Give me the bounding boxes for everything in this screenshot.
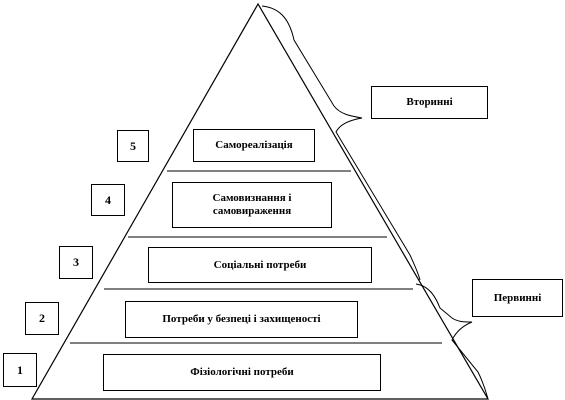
pyramid-triangle [30, 2, 490, 400]
primary-brace [415, 283, 489, 400]
level-5-label: Самореалізація [193, 129, 315, 162]
level-1-number: 1 [3, 353, 37, 387]
level-3-label: Соціальні потреби [148, 247, 372, 283]
level-4-label: Самовизнання і самовираження [172, 182, 332, 228]
level-1-label: Фізіологічні потреби [103, 354, 381, 391]
level-3-number: 3 [59, 246, 93, 279]
level-4-number: 4 [91, 184, 125, 216]
primary-needs-text: Первинні [493, 291, 542, 304]
level-2-label: Потреби у безпеці і захищеності [125, 301, 358, 338]
level-5-number: 5 [117, 130, 149, 162]
level-2-number: 2 [25, 302, 59, 335]
primary-needs-label: Первинні [472, 279, 563, 317]
secondary-brace [261, 5, 421, 281]
secondary-needs-text: Вторинні [406, 96, 453, 108]
secondary-needs-label: Вторинні [371, 86, 488, 119]
